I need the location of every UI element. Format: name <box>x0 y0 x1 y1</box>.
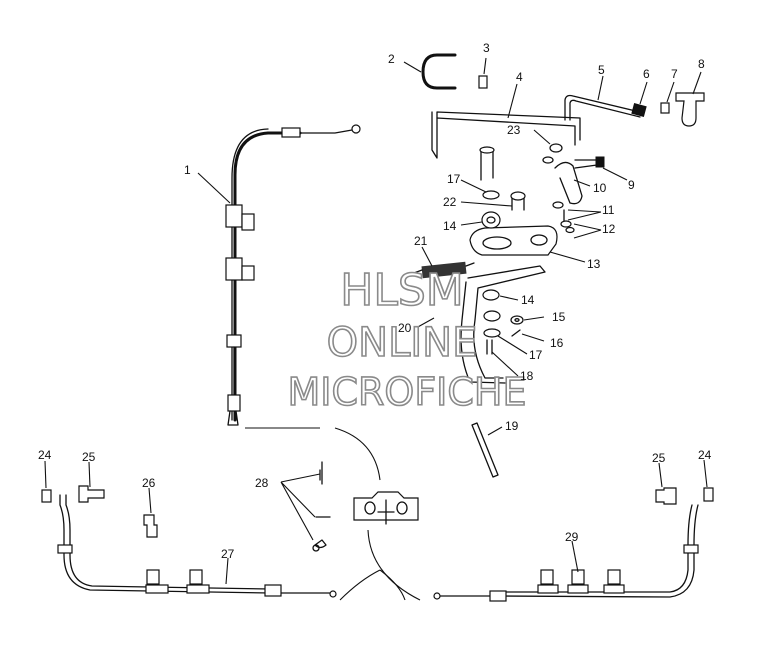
callout-labels: 1 2 3 4 5 6 7 8 9 10 11 12 13 14 14 15 1… <box>38 41 712 561</box>
callout-24a: 24 <box>38 448 52 462</box>
callout-25b: 25 <box>652 451 666 465</box>
hardware-11-12-23 <box>549 143 575 234</box>
callout-12: 12 <box>602 222 616 236</box>
part-9-10-link <box>542 156 605 205</box>
part-2-u-clip <box>421 53 457 90</box>
callout-2: 2 <box>388 52 395 66</box>
part-28-clip <box>312 461 419 552</box>
callout-10: 10 <box>593 181 607 195</box>
callout-6: 6 <box>643 67 650 81</box>
fasteners-24-25-26 <box>41 485 714 538</box>
part-21-spring <box>413 261 475 279</box>
callout-26: 26 <box>142 476 156 490</box>
callout-21: 21 <box>414 234 428 248</box>
callout-22: 22 <box>443 195 457 209</box>
continuation-arcs <box>245 427 421 601</box>
callout-15: 15 <box>552 310 566 324</box>
callout-14a: 14 <box>443 219 457 233</box>
callout-20: 20 <box>398 321 412 335</box>
watermark-line-2: ONLINE <box>327 320 478 366</box>
callout-1: 1 <box>184 163 191 177</box>
callout-14b: 14 <box>521 293 535 307</box>
callout-8: 8 <box>698 57 705 71</box>
part-6-knob-spring <box>631 103 647 117</box>
callout-27: 27 <box>221 547 235 561</box>
part-7-nut <box>660 102 670 114</box>
callout-4: 4 <box>516 70 523 84</box>
callout-18: 18 <box>520 369 534 383</box>
callout-9: 9 <box>628 178 635 192</box>
callout-24b: 24 <box>698 448 712 462</box>
callout-7: 7 <box>671 67 678 81</box>
part-3-sleeve <box>478 75 488 89</box>
callout-23: 23 <box>507 123 521 137</box>
callout-19: 19 <box>505 419 519 433</box>
callout-3: 3 <box>483 41 490 55</box>
callout-5: 5 <box>598 63 605 77</box>
hardware-15-16-18 <box>486 315 524 355</box>
part-20-bracket <box>460 265 546 384</box>
callout-29: 29 <box>565 530 579 544</box>
callout-17a: 17 <box>447 172 461 186</box>
part-13-pivot-plate <box>469 225 558 256</box>
callout-13: 13 <box>587 257 601 271</box>
bushings-14-22 <box>481 190 526 338</box>
leader-lines <box>44 57 708 585</box>
part-27-cable <box>57 494 337 598</box>
watermark-line-1: HLSM <box>340 265 464 316</box>
watermark-line-3: MICROFICHE <box>287 370 526 414</box>
callout-17b: 17 <box>529 348 543 362</box>
callout-28: 28 <box>255 476 269 490</box>
callout-16: 16 <box>550 336 564 350</box>
callout-25a: 25 <box>82 450 96 464</box>
callout-11: 11 <box>602 203 615 217</box>
watermark: HLSM ONLINE MICROFICHE <box>287 264 528 415</box>
part-1-cable <box>225 124 361 426</box>
part-5-lever-rod <box>564 94 641 121</box>
part-29-cable <box>433 504 699 602</box>
part-8-t-handle <box>675 92 705 127</box>
part-19-rod <box>471 422 499 478</box>
